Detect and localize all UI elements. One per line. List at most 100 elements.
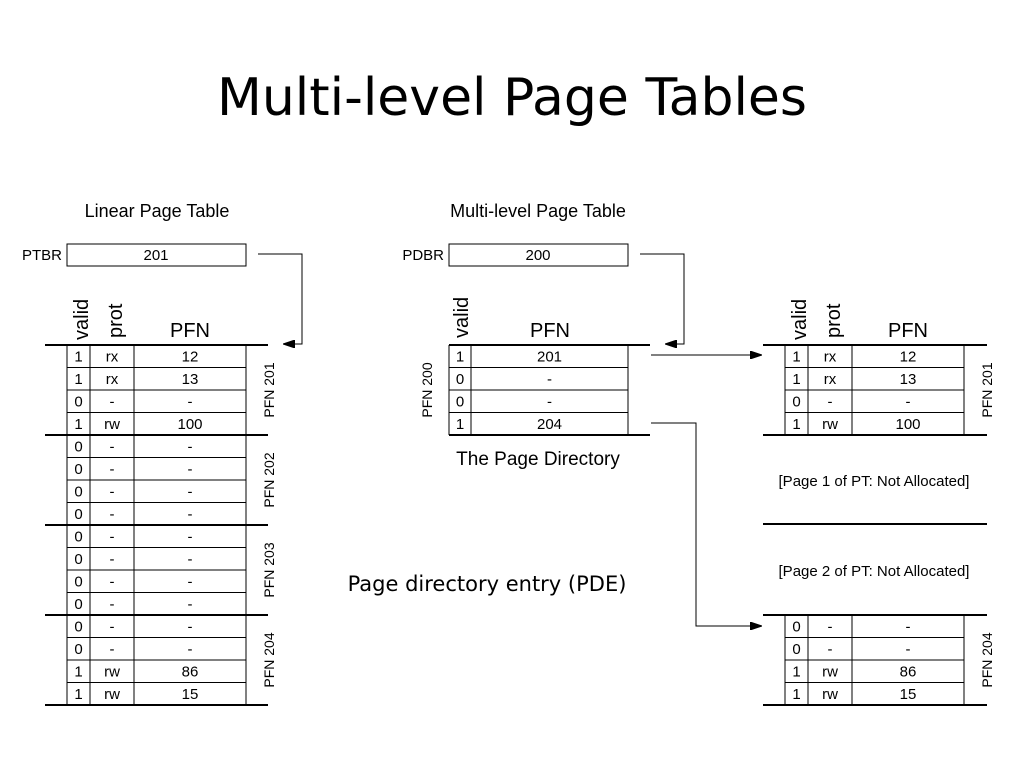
table-cell: rw — [822, 663, 838, 680]
table-cell: - — [188, 483, 193, 500]
table-cell: 15 — [182, 686, 199, 703]
table-cell: 86 — [182, 663, 199, 680]
table-cell: rw — [822, 416, 838, 433]
page-frame-label: PFN 203 — [261, 542, 277, 597]
table-cell: 100 — [895, 416, 920, 433]
table-cell: 0 — [792, 641, 800, 658]
table-cell: - — [188, 393, 193, 410]
table-cell: - — [110, 551, 115, 568]
pt-col-pfn: PFN — [888, 320, 928, 342]
table-cell: 0 — [74, 528, 82, 545]
table-cell: - — [906, 641, 911, 658]
table-cell: - — [110, 438, 115, 455]
table-cell: - — [828, 618, 833, 635]
not-allocated-page-1: [Page 1 of PT: Not Allocated] — [779, 473, 970, 490]
table-cell: - — [110, 483, 115, 500]
table-cell: 1 — [456, 348, 464, 365]
ptbr-register — [66, 243, 247, 267]
table-cell: 1 — [792, 371, 800, 388]
table-cell: - — [188, 596, 193, 613]
pdbr-value: 200 — [525, 247, 550, 264]
table-cell: 13 — [900, 371, 917, 388]
table-cell: - — [828, 393, 833, 410]
table-cell: rw — [104, 686, 120, 703]
table-cell: 1 — [74, 348, 82, 365]
table-cell: 204 — [537, 416, 562, 433]
table-cell: 0 — [792, 618, 800, 635]
page-directory-caption: The Page Directory — [456, 449, 620, 470]
table-cell: rw — [822, 686, 838, 703]
multilevel-table-heading: Multi-level Page Table — [450, 201, 626, 221]
page-frame-label: PFN 204 — [979, 632, 995, 687]
table-cell: 0 — [74, 596, 82, 613]
table-cell: 1 — [74, 416, 82, 433]
table-cell: 0 — [74, 506, 82, 523]
table-cell: - — [188, 461, 193, 478]
table-cell: 1 — [74, 686, 82, 703]
page-frame-label: PFN 204 — [261, 632, 277, 687]
table-cell: - — [828, 641, 833, 658]
table-cell: 100 — [177, 416, 202, 433]
table-cell: 13 — [182, 371, 199, 388]
page-frame-label: PFN 200 — [419, 362, 435, 417]
table-cell: - — [110, 641, 115, 658]
ptbr-value: 201 — [143, 247, 168, 264]
not-allocated-page-2: [Page 2 of PT: Not Allocated] — [779, 563, 970, 580]
table-cell: - — [188, 506, 193, 523]
table-cell: - — [110, 506, 115, 523]
table-cell: rx — [106, 371, 119, 388]
table-cell: - — [110, 618, 115, 635]
linear-col-pfn: PFN — [170, 320, 210, 342]
table-cell: 12 — [900, 348, 917, 365]
table-cell: rx — [824, 348, 837, 365]
table-cell: 12 — [182, 348, 199, 365]
table-cell: - — [188, 618, 193, 635]
page-frame-label: PFN 202 — [261, 452, 277, 507]
table-cell: 201 — [537, 348, 562, 365]
table-cell: - — [110, 528, 115, 545]
table-cell: 86 — [900, 663, 917, 680]
table-cell: - — [547, 371, 552, 388]
table-cell: - — [110, 461, 115, 478]
table-cell: - — [188, 438, 193, 455]
table-cell: 0 — [74, 618, 82, 635]
dir-col-pfn: PFN — [530, 320, 570, 342]
pt-col-prot: prot — [823, 303, 845, 338]
table-cell: rw — [104, 416, 120, 433]
table-cell: - — [547, 393, 552, 410]
table-cell: 0 — [74, 483, 82, 500]
table-cell: - — [110, 573, 115, 590]
pdbr-arrow — [640, 253, 685, 344]
table-cell: 0 — [792, 393, 800, 410]
table-cell: - — [906, 393, 911, 410]
table-cell: 0 — [74, 461, 82, 478]
table-cell: - — [188, 528, 193, 545]
linear-table-heading: Linear Page Table — [85, 201, 230, 221]
table-cell: 1 — [456, 416, 464, 433]
ptbr-label: PTBR — [22, 247, 62, 264]
table-cell: 1 — [74, 371, 82, 388]
table-cell: 0 — [74, 551, 82, 568]
table-cell: 1 — [792, 416, 800, 433]
page-frame-label: PFN 201 — [261, 362, 277, 417]
table-cell: 1 — [792, 663, 800, 680]
table-cell: 1 — [74, 663, 82, 680]
table-cell: rw — [104, 663, 120, 680]
table-cell: 15 — [900, 686, 917, 703]
pdbr-label: PDBR — [402, 247, 444, 264]
table-cell: 0 — [456, 393, 464, 410]
slide-title: Multi-level Page Tables — [217, 68, 807, 128]
table-cell: - — [188, 573, 193, 590]
pdbr-register — [448, 243, 629, 267]
pt-col-valid: valid — [789, 299, 811, 340]
pde-arrow-to-pfn-204 — [651, 422, 761, 626]
table-cell: 0 — [74, 438, 82, 455]
table-cell: - — [110, 596, 115, 613]
ptbr-arrow — [258, 253, 303, 344]
table-cell: 1 — [792, 686, 800, 703]
